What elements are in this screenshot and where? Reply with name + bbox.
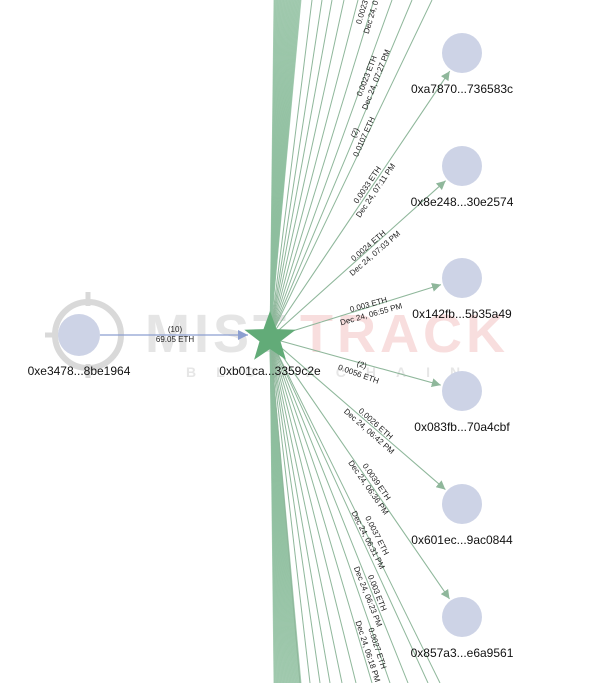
source-node-circle[interactable] [58, 314, 100, 356]
hub-to-target-edge [269, 337, 450, 600]
target-node-address: 0x857a3...e6a9561 [411, 646, 514, 660]
bundle-edge [269, 337, 429, 683]
hub-node[interactable]: 0xb01ca...3359c2e [219, 311, 321, 378]
hub-to-target-edge [269, 337, 441, 388]
watermark-text-right: TRACK [300, 304, 509, 364]
edge-label-count: (2) [349, 126, 361, 139]
bundle-edge [269, 0, 333, 339]
bundle-edge [269, 337, 331, 683]
edge-label-count: (2) [356, 359, 369, 371]
bundle-edge [269, 337, 343, 683]
target-node-circle[interactable] [442, 371, 482, 411]
bundle-edge [269, 337, 321, 683]
hub-node-address: 0xb01ca...3359c2e [219, 364, 321, 378]
target-node-circle[interactable] [442, 597, 482, 637]
bundle-edge [269, 0, 375, 339]
target-nodes: 0xa7870...736583c 0x8e248...30e2574 0x142f… [411, 33, 514, 660]
target-node-address: 0x601ec...9ac0844 [411, 533, 513, 547]
bundle-edge [269, 337, 311, 683]
target-node[interactable]: 0x8e248...30e2574 [411, 146, 514, 209]
bundle-edge [269, 337, 441, 683]
bundle-edge [269, 337, 373, 683]
target-node[interactable]: 0x857a3...e6a9561 [411, 597, 514, 660]
bundle-edge [269, 0, 393, 339]
target-node-address: 0x083fb...70a4cbf [414, 420, 510, 434]
hub-to-target-edge [269, 180, 446, 339]
edge-label: (2)0.0107 ETH [349, 115, 377, 158]
watermark-subtext: BLOCKCHAIN [186, 364, 480, 380]
target-node-circle[interactable] [442, 146, 482, 186]
target-node[interactable]: 0x142fb...5b35a49 [412, 258, 512, 321]
target-node-address: 0xa7870...736583c [411, 82, 513, 96]
hub-to-target-edge [269, 337, 446, 491]
target-node[interactable]: 0x083fb...70a4cbf [414, 371, 510, 434]
watermark: MIST TRACK BLOCKCHAIN [45, 292, 509, 380]
target-node[interactable]: 0xa7870...736583c [411, 33, 513, 96]
incoming-edge-count: (10) [168, 325, 183, 334]
bundle-edge [269, 0, 413, 339]
bundle-edge [269, 337, 391, 683]
target-node-circle[interactable] [442, 258, 482, 298]
hub-to-target-edge [269, 70, 451, 339]
hub-star-icon[interactable] [244, 311, 296, 360]
bundle-edge [269, 0, 433, 339]
source-node-address: 0xe3478...8be1964 [28, 364, 131, 378]
bundle-edge [269, 337, 409, 683]
bundle-edge [269, 337, 301, 683]
source-node[interactable]: 0xe3478...8be1964 [28, 314, 131, 378]
target-node-circle[interactable] [442, 33, 482, 73]
target-node-address: 0x8e248...30e2574 [411, 195, 514, 209]
incoming-edge: (10) 69.05 ETH [100, 325, 248, 344]
bundle-edge [269, 0, 313, 339]
bundle-edge [269, 0, 323, 339]
bundle-edge [269, 0, 359, 339]
bundle-edge [269, 337, 357, 683]
incoming-edge-amount: 69.05 ETH [156, 335, 194, 344]
bundle-edge [269, 0, 302, 339]
edge-bundle [269, 0, 441, 683]
target-node-circle[interactable] [442, 484, 482, 524]
target-node[interactable]: 0x601ec...9ac0844 [411, 484, 513, 547]
bundle-edge [269, 0, 345, 339]
target-node-address: 0x142fb...5b35a49 [412, 307, 512, 321]
hub-to-target-edge [269, 282, 442, 339]
target-edges [269, 70, 451, 600]
